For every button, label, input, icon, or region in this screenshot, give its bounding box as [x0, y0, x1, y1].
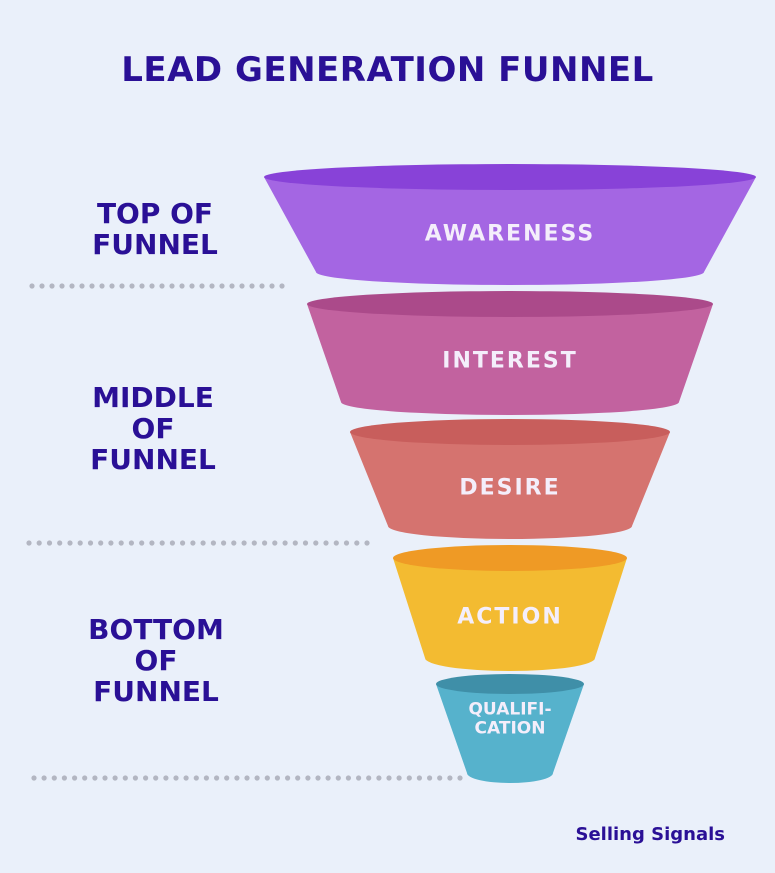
stage-top-rim	[350, 419, 670, 445]
stage-body	[307, 304, 713, 415]
stage-body	[264, 177, 756, 285]
section-label-line: OF	[134, 644, 178, 677]
section-label-line: FUNNEL	[90, 443, 216, 476]
section-label-line: MIDDLE	[92, 381, 214, 414]
dotted-separator	[31, 775, 463, 781]
funnel-stage-desire: DESIRE	[350, 419, 670, 539]
dotted-separator	[29, 283, 285, 289]
stage-top-rim	[436, 674, 584, 694]
funnel-stage-interest: INTEREST	[307, 291, 713, 415]
section-label-middle: MIDDLE OF FUNNEL	[53, 382, 253, 475]
page-title: LEAD GENERATION FUNNEL	[121, 50, 654, 90]
stage-body	[393, 558, 627, 671]
funnel-stage-action: ACTION	[393, 545, 627, 671]
section-label-line: FUNNEL	[92, 228, 218, 261]
stage-label: CATION	[475, 719, 546, 739]
section-label-line: BOTTOM	[88, 613, 224, 646]
stage-top-rim	[393, 545, 627, 571]
funnel-stage-qualification: QUALIFI-CATION	[436, 674, 584, 783]
stage-body	[436, 684, 584, 783]
stage-label: ACTION	[457, 605, 562, 630]
stage-label: DESIRE	[459, 476, 560, 501]
stage-body	[350, 432, 670, 539]
dotted-separator	[26, 540, 370, 546]
stage-top-rim	[307, 291, 713, 317]
section-label-line: FUNNEL	[93, 675, 219, 708]
stage-top-rim	[264, 164, 756, 190]
section-label-line: TOP OF	[96, 197, 214, 230]
stage-label: AWARENESS	[425, 222, 595, 247]
brand-logo-text: Selling Signals	[575, 824, 725, 845]
stage-label: INTEREST	[442, 349, 577, 374]
section-label-top: TOP OF FUNNEL	[55, 198, 255, 260]
stage-label: QUALIFI-	[468, 700, 551, 720]
funnel-stage-awareness: AWARENESS	[264, 164, 756, 285]
section-label-line: OF	[131, 412, 175, 445]
section-label-bottom: BOTTOM OF FUNNEL	[56, 614, 256, 707]
